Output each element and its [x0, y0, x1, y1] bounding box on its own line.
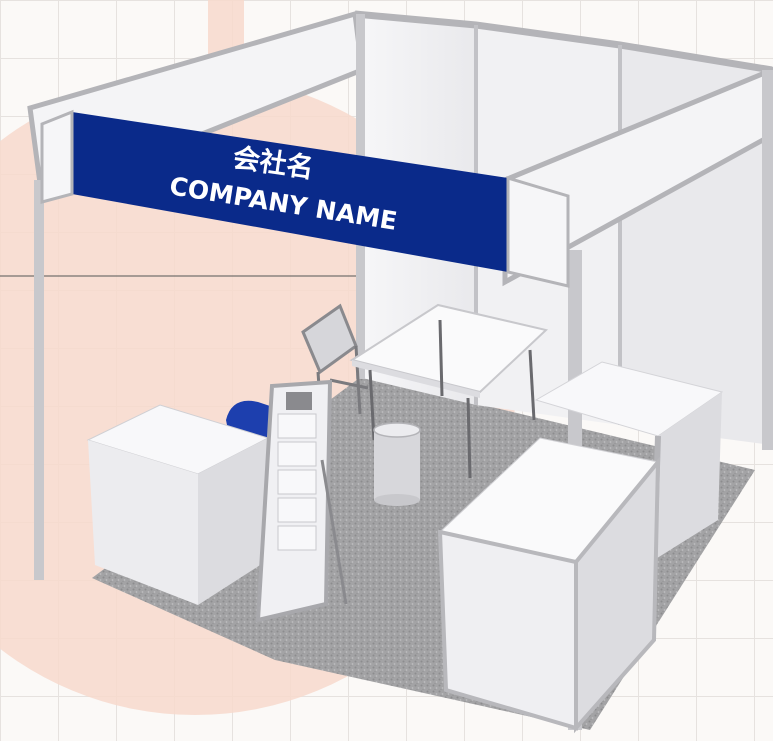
fascia-sign: 会社名 COMPANY NAME — [40, 109, 570, 288]
reception-counter — [86, 404, 270, 605]
back-right-post — [762, 70, 773, 450]
brochure-stand — [255, 379, 348, 623]
right-counter-front — [437, 437, 661, 734]
front-left-post — [34, 180, 44, 580]
waste-bin — [373, 422, 421, 506]
table — [349, 303, 549, 479]
right-counter-back — [534, 361, 724, 561]
